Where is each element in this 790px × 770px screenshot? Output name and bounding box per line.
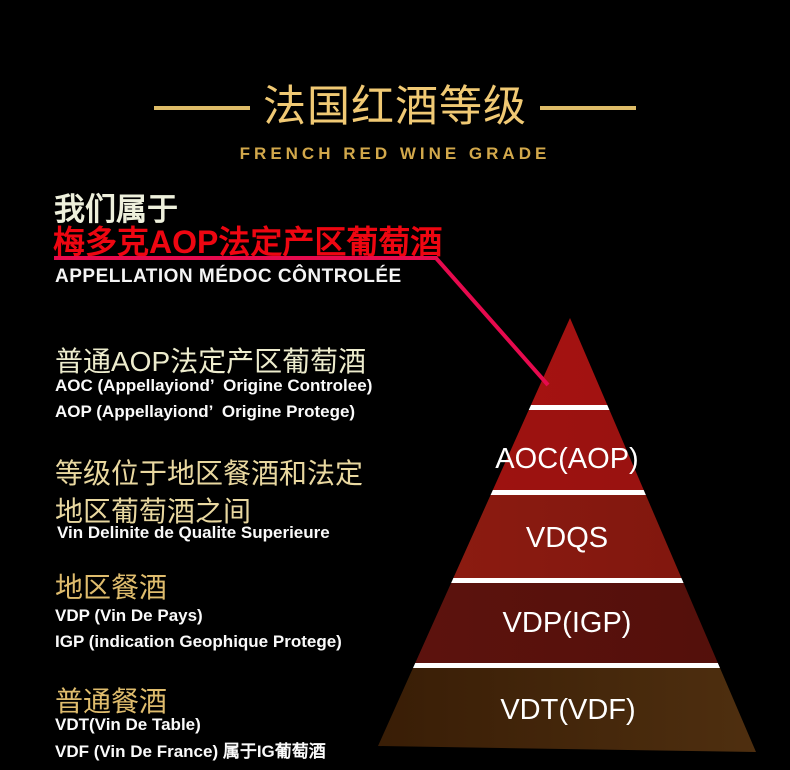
section-vdp-heading: 地区餐酒	[55, 572, 168, 604]
page-title: 法国红酒等级	[263, 83, 527, 131]
section-vdqs-heading-line-1: 等级位于地区餐酒和法定	[55, 458, 364, 490]
pyramid-label-vdp: VDP(IGP)	[503, 607, 632, 639]
title-rule-right	[540, 105, 636, 110]
page-subtitle: FRENCH RED WINE GRADE	[239, 144, 551, 163]
title-row: 法国红酒等级	[0, 86, 790, 129]
section-vdqs-heading: 等级位于地区餐酒和法定地区葡萄酒之间	[55, 455, 363, 531]
section-vdt-line-2: VDF (Vin De France) 属于IG葡萄酒	[55, 742, 326, 761]
section-vdqs-heading-line-2: 地区葡萄酒之间	[55, 496, 252, 528]
pyramid-divider-4	[378, 663, 756, 668]
pyramid-divider-1	[378, 405, 756, 410]
pyramid-band-vdt	[378, 668, 756, 752]
pyramid-label-aoc: AOC(AOP)	[495, 443, 638, 475]
section-vdqs-line-1: Vin Delinite de Qualite Superieure	[57, 523, 330, 542]
section-vdp-line-1: VDP (Vin De Pays)	[55, 606, 203, 625]
pyramid-divider-3	[378, 578, 756, 583]
title-rule-left	[154, 105, 250, 110]
pyramid-label-vdt: VDT(VDF)	[500, 694, 635, 726]
section-aoc-line-1: AOC (Appellayiond’ Origine Controlee)	[55, 376, 373, 395]
section-vdt-line-1: VDT(Vin De Table)	[55, 715, 201, 734]
intro-highlight: 梅多克AOP法定产区葡萄酒	[53, 224, 443, 260]
callout-line	[54, 256, 550, 387]
pyramid-divider-2	[378, 490, 756, 495]
intro-lead: 我们属于	[54, 192, 178, 227]
section-vdt-heading: 普通餐酒	[55, 686, 168, 718]
section-aoc-line-2: AOP (Appellayiond’ Origine Protege)	[55, 402, 356, 421]
section-aoc-heading: 普通AOP法定产区葡萄酒	[55, 346, 367, 378]
pyramid-label-vdqs: VDQS	[526, 522, 608, 554]
section-vdp-line-2: IGP (indication Geophique Protege)	[55, 632, 342, 651]
pyramid-band-top-cap	[378, 318, 756, 405]
intro-appellation: APPELLATION MÉDOC CÔNTROLÉE	[55, 266, 402, 287]
